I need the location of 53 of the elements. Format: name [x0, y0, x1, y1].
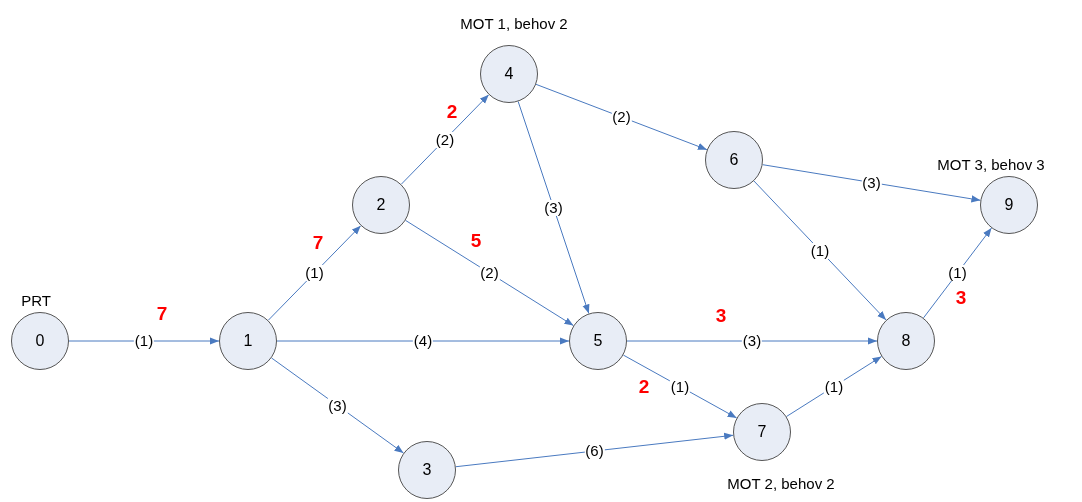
- edge-label: (3): [543, 199, 564, 216]
- edge-label: (1): [947, 265, 968, 281]
- node-caption: PRT: [21, 291, 51, 309]
- arrow: [68, 337, 220, 345]
- edge-label: (6): [584, 443, 605, 459]
- weight-number: 2: [446, 101, 458, 123]
- node-circle: [705, 131, 763, 189]
- arrow: [517, 101, 590, 314]
- edge-label: (1): [669, 378, 691, 395]
- node-number: 5: [593, 332, 603, 350]
- edge-label: (3): [861, 174, 882, 191]
- edge-label: (1): [133, 333, 155, 349]
- weight-number: 7: [312, 232, 324, 254]
- weight-number: 3: [955, 287, 967, 309]
- arrow: [626, 337, 878, 345]
- arrow: [535, 83, 708, 151]
- node-number: 1: [243, 332, 253, 350]
- node-number: 0: [35, 332, 45, 350]
- node-number: 3: [422, 461, 432, 479]
- edge-label: (1): [809, 242, 831, 259]
- arrow: [267, 225, 362, 321]
- arrow: [276, 337, 570, 345]
- arrow: [786, 356, 882, 417]
- weight-number: 2: [638, 376, 650, 398]
- arrow: [923, 227, 992, 319]
- node-number: 9: [1004, 196, 1014, 214]
- edge-label: (4): [412, 333, 434, 349]
- edge-label: (2): [434, 131, 456, 148]
- weight-number: 3: [715, 305, 727, 327]
- edge-label: (2): [479, 265, 500, 281]
- node-number: 7: [757, 423, 767, 441]
- node-caption: MOT 2, behov 2: [727, 474, 835, 492]
- arrow: [762, 164, 981, 203]
- edge-label: (3): [741, 333, 763, 349]
- node-number: 6: [729, 151, 739, 169]
- arrow: [271, 357, 404, 454]
- arrow: [622, 354, 738, 419]
- edge-label: (1): [304, 265, 325, 281]
- weight-number: 7: [156, 303, 168, 325]
- arrow: [400, 94, 490, 185]
- weight-number: 5: [470, 230, 482, 252]
- arrow: [455, 432, 734, 468]
- node-caption: MOT 1, behov 2: [460, 14, 568, 32]
- node-number: 8: [901, 332, 911, 350]
- edge-label: (1): [823, 378, 845, 395]
- node-number: 4: [504, 65, 514, 83]
- arrow: [753, 180, 887, 321]
- node-number: 2: [376, 196, 386, 214]
- arrow: [405, 219, 574, 327]
- edge-label: (2): [611, 109, 632, 125]
- node-caption: MOT 3, behov 3: [937, 155, 1045, 173]
- edge-label: (3): [327, 397, 348, 414]
- node-circle: [352, 176, 410, 234]
